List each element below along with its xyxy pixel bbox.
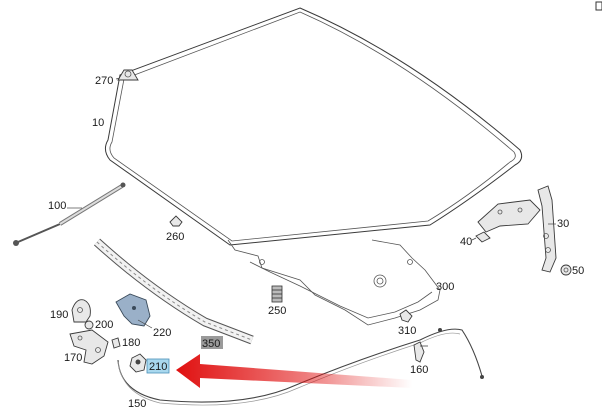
- part-160-release-handle[interactable]: [413, 341, 428, 363]
- part-260-buffer[interactable]: [169, 215, 183, 227]
- callout-350-highlight: [201, 336, 223, 349]
- hood-inner-insulation: [227, 239, 441, 326]
- part-310-clip[interactable]: [399, 309, 413, 323]
- callout-310[interactable]: 310: [398, 325, 416, 337]
- callout-210-highlight: [146, 358, 170, 374]
- callout-150[interactable]: 150: [128, 398, 146, 410]
- part-270-clip[interactable]: [115, 69, 139, 81]
- callout-170[interactable]: 170: [64, 352, 82, 364]
- callout-300[interactable]: 300: [436, 281, 454, 293]
- part-190-bracket[interactable]: [71, 299, 91, 323]
- callout-260[interactable]: 260: [166, 231, 184, 243]
- part-350-seal-strip[interactable]: [93, 238, 254, 345]
- part-50-nut[interactable]: [560, 264, 572, 276]
- hood-panel: [104, 7, 523, 246]
- callout-220[interactable]: 220: [153, 327, 171, 339]
- callout-160[interactable]: 160: [410, 364, 428, 376]
- callout-100[interactable]: 100: [48, 200, 66, 212]
- part-170-hood-lock[interactable]: [69, 329, 109, 365]
- callout-250[interactable]: 250: [268, 305, 286, 317]
- callout-350[interactable]: 350: [202, 338, 220, 350]
- callout-40[interactable]: 40: [460, 236, 472, 248]
- part-100-gas-strut[interactable]: [13, 182, 126, 247]
- part-250-spring[interactable]: [271, 285, 283, 303]
- part-220-safety-catch[interactable]: [115, 293, 153, 329]
- part-30-hinge[interactable]: [477, 185, 557, 273]
- callout-200[interactable]: 200: [95, 319, 113, 331]
- callout-50[interactable]: 50: [572, 265, 584, 277]
- callout-190[interactable]: 190: [50, 309, 68, 321]
- corner-toggle-icon[interactable]: [595, 1, 602, 11]
- part-180-screw[interactable]: [111, 337, 121, 349]
- part-200-buffer[interactable]: [84, 320, 94, 330]
- callout-30[interactable]: 30: [557, 218, 569, 230]
- part-40-washer[interactable]: [471, 231, 491, 243]
- callout-270[interactable]: 270: [95, 75, 113, 87]
- part-210-bumper[interactable]: [129, 353, 147, 373]
- callout-10[interactable]: 10: [92, 117, 104, 129]
- part-150-cable[interactable]: [117, 328, 484, 406]
- highlight-arrow: [176, 354, 412, 388]
- callout-180[interactable]: 180: [122, 337, 140, 349]
- callout-210[interactable]: 210: [149, 361, 167, 373]
